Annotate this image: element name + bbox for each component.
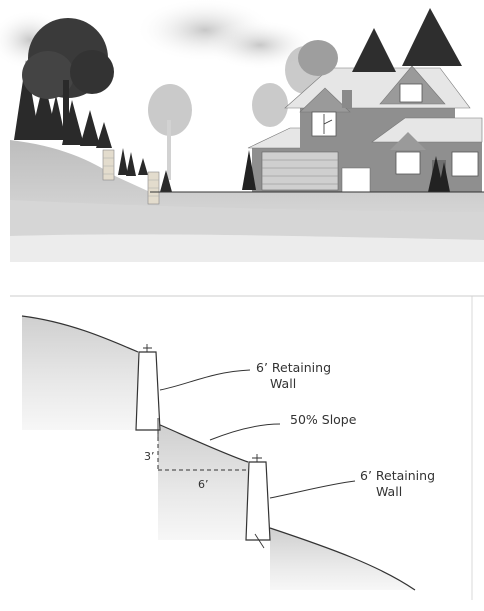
- cloud: [205, 20, 315, 70]
- tall-pines: [298, 8, 462, 76]
- house: [247, 65, 483, 193]
- section-diagram: 6’ Retaining Wall 50% Slope 3’ 6’ 6’ Ret…: [10, 295, 484, 600]
- window: [395, 151, 421, 175]
- rise-label: 3’: [144, 450, 155, 463]
- leader-line-lower-wall: [269, 480, 356, 499]
- retaining-wall-small: [102, 149, 115, 181]
- slope-label: 50% Slope: [290, 412, 357, 427]
- lower-wall-label-line2: Wall: [376, 484, 402, 499]
- upper-retaining-wall: [135, 344, 161, 438]
- house-scene: [0, 0, 484, 262]
- lower-retaining-wall: [245, 454, 271, 549]
- lower-slope: [270, 528, 415, 590]
- leader-line-upper-wall: [159, 369, 251, 391]
- ground-band: [10, 234, 484, 262]
- upper-slope: [22, 316, 138, 430]
- garage-door: [261, 151, 339, 191]
- run-label: 6’: [198, 478, 209, 491]
- ground-band: [10, 200, 484, 240]
- oak-tree: [22, 18, 114, 142]
- window: [399, 83, 423, 103]
- upper-wall-label-line2: Wall: [270, 376, 296, 391]
- house-evergreens: [242, 150, 450, 192]
- lower-wall-label-line1: 6’ Retaining: [360, 468, 435, 483]
- leader-line-slope: [209, 423, 281, 441]
- middle-slope: [158, 424, 248, 540]
- small-evergreens: [118, 148, 172, 192]
- upper-wall-label-line1: 6’ Retaining: [256, 360, 331, 375]
- window: [451, 151, 479, 177]
- retaining-wall-small: [147, 171, 160, 205]
